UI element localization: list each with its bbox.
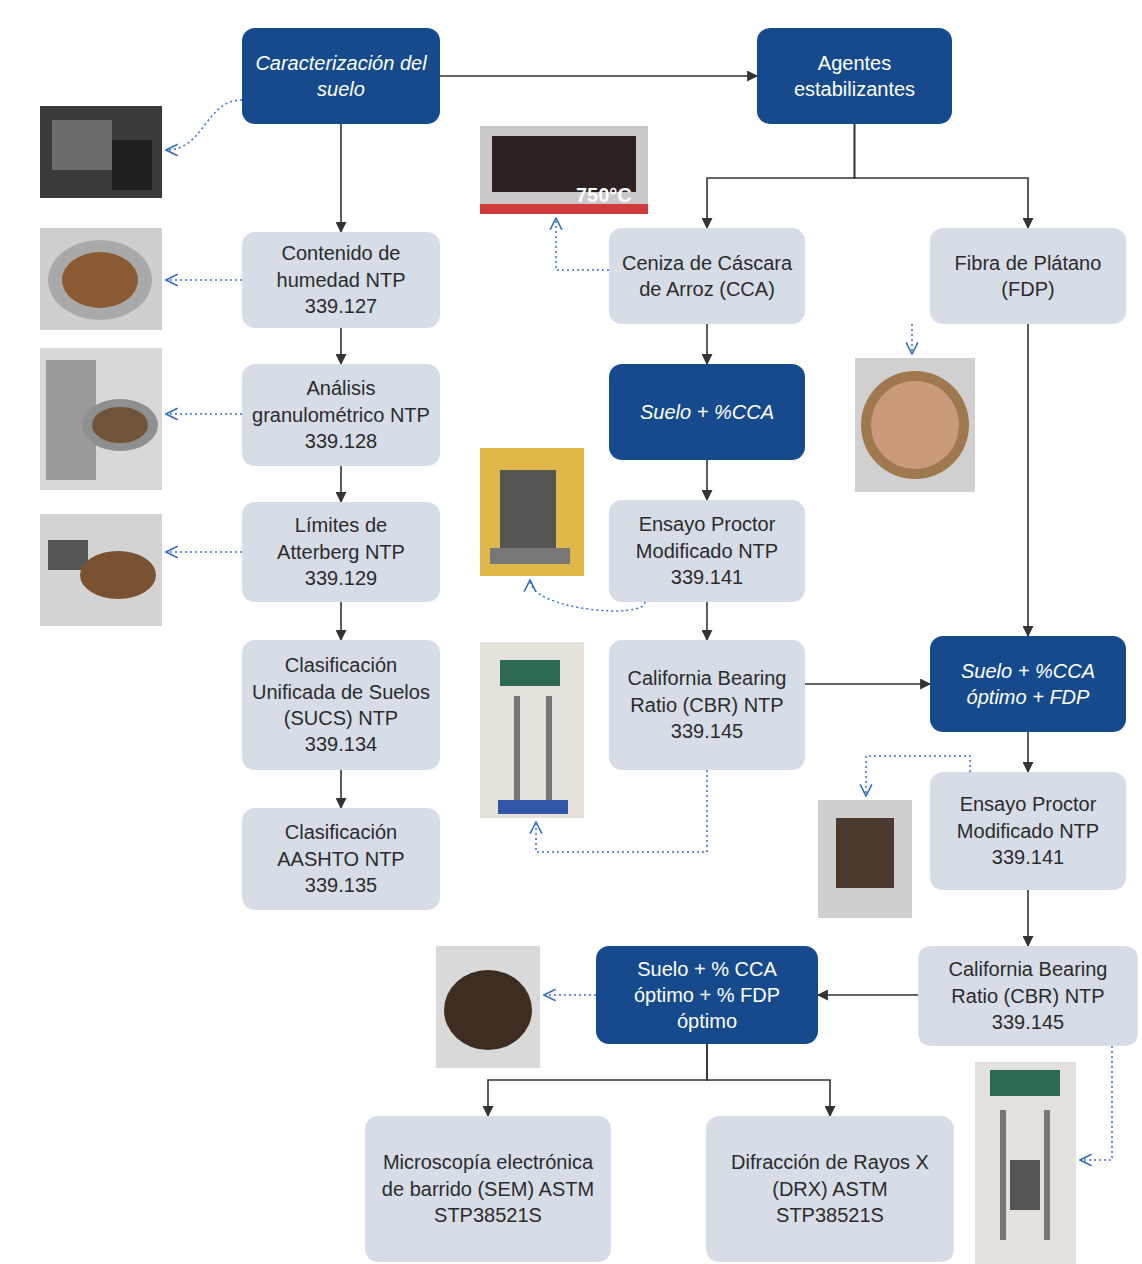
process-box: Clasificación Unificada de Suelos (SUCS)…	[242, 640, 440, 770]
flow-arrow	[488, 1044, 707, 1116]
photo-moisture	[40, 228, 162, 330]
flow-arrow	[340, 602, 342, 640]
photo-furnace	[480, 126, 648, 214]
flow-arrow	[340, 124, 342, 232]
box-text: Clasificación AASHTO NTP 339.135	[252, 819, 430, 898]
process-box: Ensayo Proctor Modificado NTP 339.141	[930, 772, 1126, 890]
photo-proctor-fiber	[818, 800, 912, 918]
box-text: Agentes estabilizantes	[767, 50, 942, 102]
photo-casagrande	[40, 514, 162, 626]
flow-arrow	[340, 466, 342, 502]
highlight-box: Caracterización del suelo	[242, 28, 440, 124]
photo-soil-bag	[40, 106, 162, 198]
flow-arrow	[855, 124, 1029, 228]
process-box: California Bearing Ratio (CBR) NTP 339.1…	[609, 640, 805, 770]
process-box: Análisis granulométrico NTP 339.128	[242, 364, 440, 466]
photo-cbr-press-2	[975, 1062, 1076, 1264]
process-box: Ceniza de Cáscara de Arroz (CCA)	[609, 228, 805, 324]
box-text: Difracción de Rayos X (DRX) ASTM STP3852…	[716, 1149, 944, 1228]
flow-arrow	[706, 602, 708, 640]
box-text: Ensayo Proctor Modificado NTP 339.141	[940, 791, 1116, 870]
photo-mixed-sample	[436, 946, 540, 1068]
process-box: Límites de Atterberg NTP 339.129	[242, 502, 440, 602]
process-box: Microscopía electrónica de barrido (SEM)…	[365, 1116, 611, 1262]
photo-banana-fiber	[855, 358, 975, 492]
box-text: Límites de Atterberg NTP 339.129	[252, 512, 430, 591]
process-box: Ensayo Proctor Modificado NTP 339.141	[609, 500, 805, 602]
flow-arrow	[707, 124, 855, 228]
box-text: Contenido de humedad NTP 339.127	[252, 240, 430, 319]
flow-arrow	[706, 460, 708, 500]
temperature-label: 750°C	[576, 184, 632, 207]
box-text: Clasificación Unificada de Suelos (SUCS)…	[252, 652, 430, 758]
flow-arrow	[706, 324, 708, 364]
box-text: Ensayo Proctor Modificado NTP 339.141	[619, 511, 795, 590]
process-box: Contenido de humedad NTP 339.127	[242, 232, 440, 328]
box-text: Suelo + %CCA óptimo + FDP	[940, 658, 1116, 710]
photo-proctor	[480, 448, 584, 576]
process-box: California Bearing Ratio (CBR) NTP 339.1…	[918, 946, 1138, 1046]
highlight-box: Agentes estabilizantes	[757, 28, 952, 124]
box-text: California Bearing Ratio (CBR) NTP 339.1…	[928, 956, 1128, 1035]
flow-arrow	[440, 75, 757, 77]
box-text: Suelo + %CCA	[640, 399, 774, 425]
photo-cbr-press	[480, 642, 584, 818]
flow-arrow	[340, 770, 342, 808]
process-box: Clasificación AASHTO NTP 339.135	[242, 808, 440, 910]
process-box: Fibra de Plátano (FDP)	[930, 228, 1126, 324]
process-box: Difracción de Rayos X (DRX) ASTM STP3852…	[706, 1116, 954, 1262]
box-text: Caracterización del suelo	[252, 50, 430, 102]
box-text: Microscopía electrónica de barrido (SEM)…	[375, 1149, 601, 1228]
box-text: Ceniza de Cáscara de Arroz (CCA)	[619, 250, 795, 303]
box-text: Análisis granulométrico NTP 339.128	[252, 375, 430, 454]
highlight-box: Suelo + %CCA óptimo + FDP	[930, 636, 1126, 732]
flow-arrow	[1027, 890, 1029, 946]
photo-sieves	[40, 348, 162, 490]
flow-arrow	[805, 683, 930, 685]
box-text: Fibra de Plátano (FDP)	[940, 250, 1116, 303]
flow-arrow	[1027, 732, 1029, 772]
highlight-box: Suelo + % CCA óptimo + % FDP óptimo	[596, 946, 818, 1044]
highlight-box: Suelo + %CCA	[609, 364, 805, 460]
flow-arrow	[818, 994, 918, 996]
flow-arrow	[340, 328, 342, 364]
flow-arrow	[707, 1044, 830, 1116]
box-text: Suelo + % CCA óptimo + % FDP óptimo	[606, 956, 808, 1034]
flow-arrow	[1027, 324, 1029, 636]
box-text: California Bearing Ratio (CBR) NTP 339.1…	[619, 665, 795, 744]
